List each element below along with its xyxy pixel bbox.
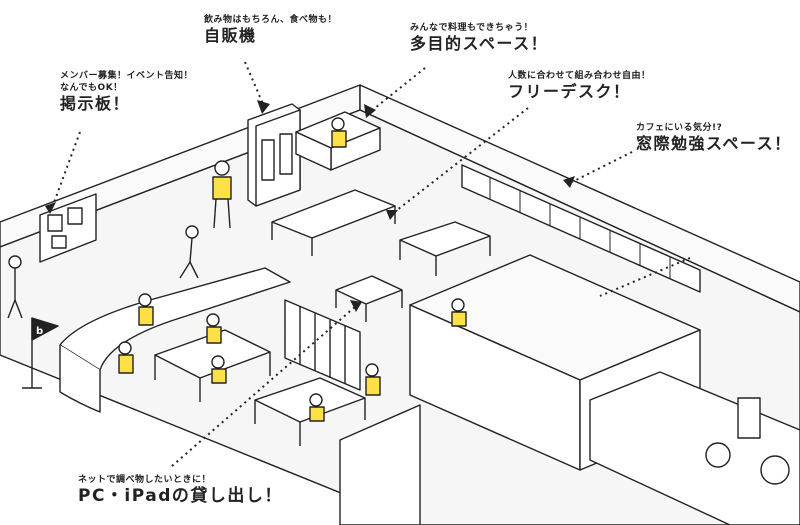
callout-window-sub: カフェにいる気分!?	[636, 123, 723, 133]
callout-kitchen-title: 多目的スペース！	[410, 34, 549, 53]
free-desk-table-3	[335, 275, 403, 322]
free-desk-table-2	[399, 221, 491, 276]
person-kitchen	[331, 117, 347, 148]
front-partition	[339, 404, 421, 525]
callout-kitchen-sub: みんなで料理もできちゃう！	[410, 23, 534, 33]
brand-flag	[22, 317, 59, 389]
person-reception	[138, 293, 154, 326]
callout-vending-title: 自販機	[204, 26, 257, 45]
leader-vending	[244, 61, 264, 105]
callout-window-study-space: カフェにいる気分!? 窓際勉強スペース！	[636, 122, 792, 154]
reception-counter	[59, 267, 291, 413]
person-meeting	[451, 298, 467, 327]
bulletin-board	[39, 193, 97, 263]
arrow-desk	[386, 210, 398, 220]
callout-window-title: 窓際勉強スペース！	[636, 134, 792, 153]
brand-flag-letter: b	[36, 326, 43, 337]
leader-board	[51, 131, 81, 209]
vending-machines	[247, 103, 301, 207]
right-back-wall	[359, 84, 800, 313]
callout-rental-sub: ネットで調べ物したいときに！	[78, 475, 212, 485]
leader-window-2	[599, 257, 691, 297]
person-walking	[179, 225, 199, 279]
callout-rental-title: PC・iPadの貸し出し！	[78, 486, 283, 506]
window-booths	[489, 178, 671, 279]
free-desk-table-1	[271, 189, 396, 256]
person-pc-3	[309, 393, 325, 422]
arrow-kitchen	[364, 104, 376, 118]
callout-board-title: 掲示板！	[60, 94, 131, 113]
arrow-rental	[350, 300, 362, 312]
studio-room	[589, 371, 800, 525]
arrow-board	[45, 202, 56, 214]
arrow-vending	[257, 100, 270, 114]
lockers	[284, 299, 361, 391]
callout-multipurpose-space: みんなで料理もできちゃう！ 多目的スペース！	[410, 22, 548, 54]
people	[7, 117, 467, 422]
callout-vending-sub: 飲み物はもちろん、食べ物も！	[204, 15, 338, 25]
person-board	[7, 255, 23, 319]
callout-desk-sub: 人数に合わせて組み合わせ自由！	[508, 71, 651, 81]
callout-pc-ipad-rental: ネットで調べ物したいときに！ PC・iPadの貸し出し！	[78, 474, 283, 506]
callout-free-desk: 人数に合わせて組み合わせ自由！ フリーデスク！	[508, 70, 651, 102]
person-reception-2	[118, 341, 134, 374]
person-pc-2	[211, 355, 227, 384]
callout-vending-machine: 飲み物はもちろん、食べ物も！ 自販機	[204, 14, 337, 46]
leader-rental	[171, 305, 357, 467]
pc-table-1	[154, 329, 271, 402]
callout-desk-title: フリーデスク！	[508, 82, 631, 101]
person-pc-1	[206, 313, 222, 344]
person-standing-vending	[212, 160, 232, 229]
callout-board-sub: メンバー募集！イベント告知！ なんでもOK！	[60, 71, 194, 93]
callout-bulletin-board: メンバー募集！イベント告知！ なんでもOK！ 掲示板！	[60, 70, 193, 114]
arrow-window	[563, 176, 575, 188]
person-lockers	[365, 363, 381, 396]
leader-window	[571, 151, 633, 183]
